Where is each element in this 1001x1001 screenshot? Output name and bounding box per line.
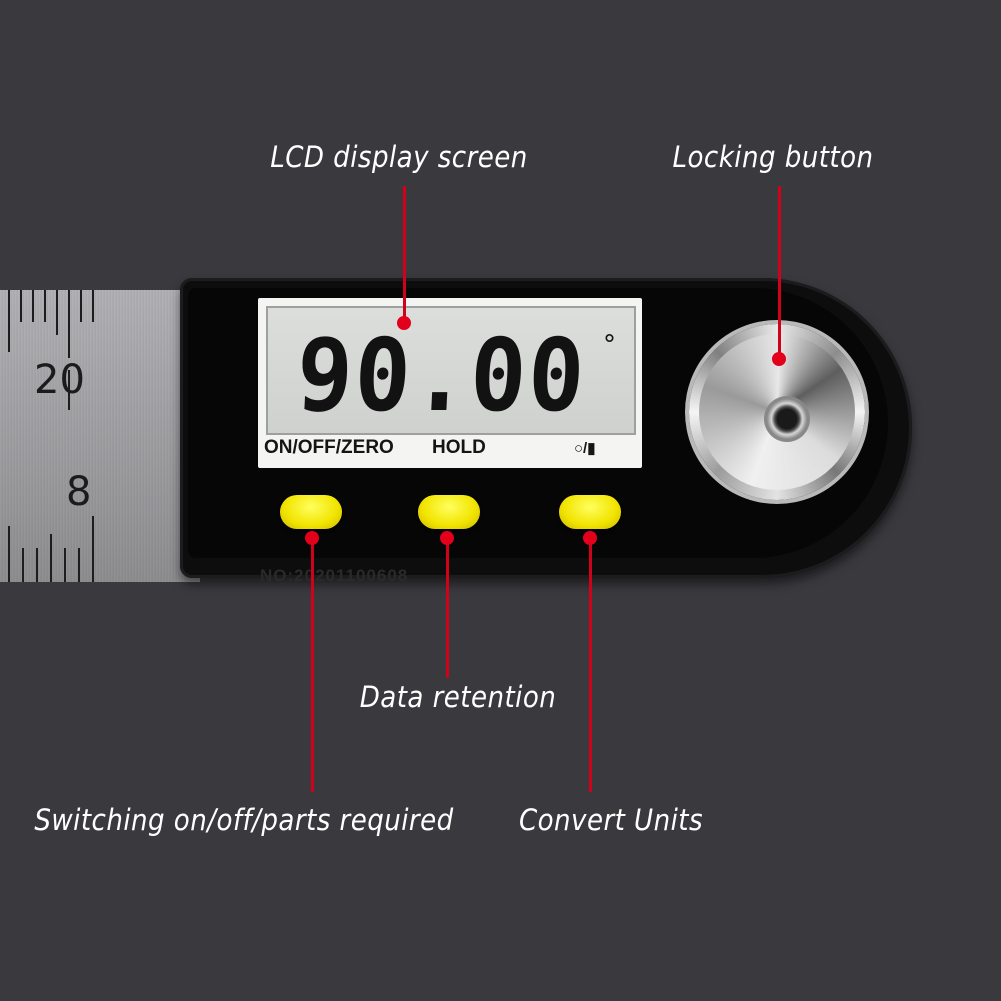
label-locking-button: Locking button — [672, 140, 874, 174]
marker-dot-hold — [440, 531, 454, 545]
ruler-tick — [64, 548, 66, 582]
ruler-tick — [80, 290, 82, 322]
label-convert-units: Convert Units — [518, 803, 704, 837]
ruler-tick — [44, 290, 46, 322]
legend-hold: HOLD — [432, 437, 486, 458]
leader-line-convert — [589, 538, 592, 792]
convert-units-button[interactable] — [559, 495, 621, 529]
marker-dot-lock — [772, 352, 786, 366]
ruler-tick — [36, 548, 38, 582]
marker-dot-convert — [583, 531, 597, 545]
steel-ruler: 20 8 — [0, 290, 200, 582]
ruler-tick — [78, 548, 80, 582]
ruler-tick — [8, 526, 10, 582]
ruler-tick — [68, 370, 70, 410]
ruler-tick — [92, 516, 94, 582]
hold-button[interactable] — [418, 495, 480, 529]
legend-unit-toggle: ○/▮ — [574, 440, 596, 457]
ruler-tick — [68, 290, 70, 358]
ruler-tick — [22, 548, 24, 582]
ruler-tick — [32, 290, 34, 322]
ruler-number: 8 — [66, 469, 92, 515]
leader-line-lcd — [403, 186, 406, 322]
locking-knob[interactable] — [689, 324, 865, 500]
ruler-tick — [56, 290, 58, 335]
ruler-tick — [8, 290, 10, 352]
label-switching: Switching on/off/parts required — [34, 803, 454, 837]
lcd-glass: 90.00 ° — [266, 306, 636, 435]
leader-line-lock — [778, 186, 781, 358]
ruler-tick — [50, 534, 52, 582]
angle-reading: 90.00 — [293, 317, 589, 434]
serial-number: NO:20201100608 — [260, 566, 409, 585]
legend-on-off-zero: ON/OFF/ZERO — [264, 437, 394, 458]
leader-line-switch — [311, 538, 314, 792]
knob-face — [699, 334, 855, 490]
lcd-display: 90.00 ° ON/OFF/ZERO HOLD ○/▮ — [258, 298, 642, 468]
degree-unit: ° — [603, 330, 616, 360]
marker-dot-lcd — [397, 316, 411, 330]
leader-line-hold — [446, 538, 449, 678]
knob-center-hole — [764, 396, 810, 442]
label-lcd-display-screen: LCD display screen — [270, 140, 528, 174]
ruler-tick — [20, 290, 22, 322]
marker-dot-switch — [305, 531, 319, 545]
ruler-tick — [92, 290, 94, 322]
ruler-number: 20 — [34, 357, 85, 403]
label-data-retention: Data retention — [359, 680, 557, 714]
on-off-zero-button[interactable] — [280, 495, 342, 529]
